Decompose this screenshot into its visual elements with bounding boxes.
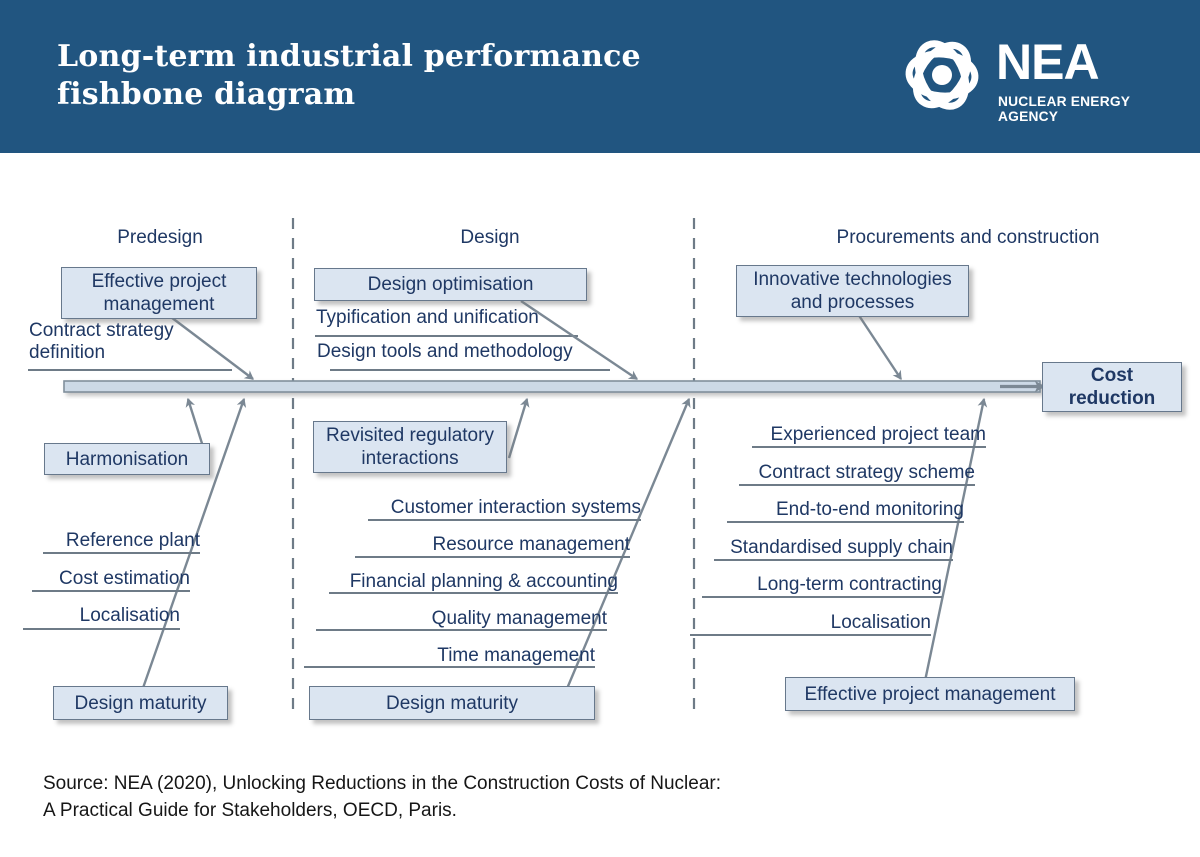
bone-reference-plant: Reference plant xyxy=(65,530,200,551)
box-label: Harmonisation xyxy=(65,448,189,470)
bone-resource-management: Resource management xyxy=(432,534,631,555)
fishbone-lines-layer xyxy=(23,218,1046,718)
box-revisited-regulatory-interactions[interactable]: Revisited regulatory interactions xyxy=(313,421,507,473)
page-title-line-1: Long-term industrial performance xyxy=(57,39,641,74)
bone-time-management: Time management xyxy=(437,645,595,666)
box-line-1: Innovative technologies xyxy=(753,269,952,290)
bone-localisation-predesign: Localisation xyxy=(79,605,180,626)
bone-long-term-contracting: Long-term contracting xyxy=(757,574,942,595)
column-header-design: Design xyxy=(460,227,520,248)
bone-arrow-procurement-top xyxy=(854,310,903,381)
box-harmonisation[interactable]: Harmonisation xyxy=(44,443,210,475)
box-effective-project-management-procurements[interactable]: Effective project management xyxy=(785,677,1075,711)
box-line-2: interactions xyxy=(361,448,459,469)
page-title: Long-term industrial performance fishbon… xyxy=(57,38,757,114)
bone-financial-planning-accounting: Financial planning & accounting xyxy=(349,571,618,592)
bone-design-tools-and-methodology: Design tools and methodology xyxy=(317,341,573,362)
bone-customer-interaction-systems: Customer interaction systems xyxy=(390,497,641,518)
nea-logo-icon xyxy=(905,40,979,110)
page-title-line-2: fishbone diagram xyxy=(57,77,356,112)
bone-arrow-revisited-regulatory xyxy=(507,397,530,459)
box-line-1: Effective project xyxy=(91,271,227,292)
bone-cost-estimation: Cost estimation xyxy=(59,568,190,589)
box-innovative-technologies-and-processes[interactable]: Innovative technologies and processes xyxy=(736,265,969,317)
bone-standardised-supply-chain: Standardised supply chain xyxy=(730,537,953,558)
bone-quality-management: Quality management xyxy=(431,608,607,629)
page-header: Long-term industrial performance fishbon… xyxy=(0,0,1200,153)
bone-line-2: definition xyxy=(29,342,106,363)
box-design-optimisation[interactable]: Design optimisation xyxy=(314,268,587,301)
box-design-maturity-predesign[interactable]: Design maturity xyxy=(53,686,228,720)
box-label: Design maturity xyxy=(74,692,207,714)
bone-experienced-project-team: Experienced project team xyxy=(770,424,986,445)
source-citation: Source: NEA (2020), Unlocking Reductions… xyxy=(43,770,943,824)
box-effective-project-management-predesign[interactable]: Effective project management xyxy=(61,267,257,319)
box-line-2: and processes xyxy=(790,292,915,313)
outcome-line-2: reduction xyxy=(1068,388,1156,409)
box-line-1: Revisited regulatory xyxy=(326,425,494,446)
nea-logo-wordmark: NEA xyxy=(996,34,1100,90)
column-header-predesign: Predesign xyxy=(117,227,203,248)
bone-arrow-predesign-top xyxy=(158,307,254,380)
source-line-1: Source: NEA (2020), Unlocking Reductions… xyxy=(43,773,721,794)
bone-contract-strategy-scheme: Contract strategy scheme xyxy=(758,462,975,483)
spine-arrow xyxy=(63,380,1041,393)
source-line-2: A Practical Guide for Stakeholders, OECD… xyxy=(43,800,457,821)
box-line-2: management xyxy=(103,294,215,315)
box-cost-reduction-outcome[interactable]: Cost reduction xyxy=(1042,362,1182,412)
fishbone-diagram: Predesign Design Procurements and constr… xyxy=(0,153,1200,857)
outcome-line-1: Cost xyxy=(1090,365,1134,386)
bone-typification-and-unification: Typification and unification xyxy=(316,307,539,328)
box-label: Design maturity xyxy=(386,692,518,714)
bone-contract-strategy-definition: Contract strategy definition xyxy=(29,320,259,364)
bone-arrow-design-top xyxy=(520,300,638,380)
bone-line-1: Contract strategy xyxy=(29,320,174,341)
nea-logo: NEA NUCLEAR ENERGY AGENCY xyxy=(892,28,1162,124)
bone-end-to-end-monitoring: End-to-end monitoring xyxy=(776,499,964,520)
bone-localisation-procurements: Localisation xyxy=(830,612,931,633)
bone-arrow-design-bottom xyxy=(564,397,691,692)
box-label: Effective project management xyxy=(804,683,1056,705)
bone-arrow-predesign-bottom xyxy=(141,397,247,689)
box-label: Design optimisation xyxy=(367,274,534,295)
nea-logo-subtitle: NUCLEAR ENERGY AGENCY xyxy=(998,94,1130,124)
column-header-procurements: Procurements and construction xyxy=(836,227,1100,248)
box-design-maturity-design[interactable]: Design maturity xyxy=(309,686,595,720)
